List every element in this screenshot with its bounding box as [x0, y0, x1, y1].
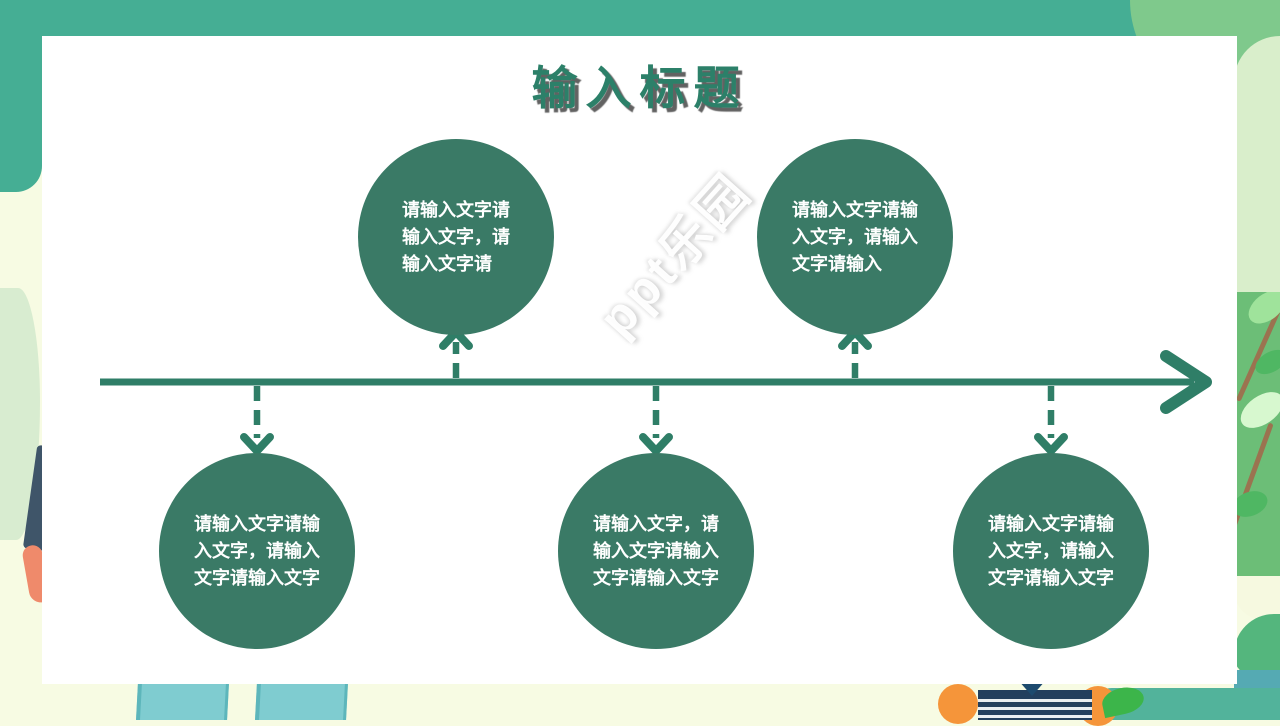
node-text-line: 请输入文字请输 [792, 199, 918, 220]
node-text-line: 请输入文字，请 [593, 513, 719, 534]
bush-illustration [1234, 614, 1280, 676]
bg-side-blob-right [1234, 36, 1280, 304]
timeline-node-bottom-2: 请输入文字，请 输入文字请输入 文字请输入文字 [558, 453, 754, 649]
timeline-node-bottom-3: 请输入文字请输 入文字，请输入 文字请输入文字 [953, 453, 1149, 649]
node-text-line: 输入文字请 [402, 253, 492, 274]
timeline-graphic [100, 326, 1212, 457]
timeline-axis-arrowhead [1160, 350, 1212, 414]
node-text-line: 输入文字请输入 [593, 540, 719, 561]
connector-down-1-arrowhead [240, 433, 274, 457]
person-leg-right [255, 683, 348, 720]
orange-fruit-icon [938, 684, 978, 724]
slide-title: 输入标题 [531, 63, 748, 114]
connector-down-2-arrowhead [639, 433, 673, 457]
timeline-node-top-1: 请输入文字请 输入文字，请 输入文字请 [358, 139, 554, 335]
node-text-line: 入文字，请输入 [194, 540, 320, 561]
node-text-line: 文字请输入文字 [194, 567, 320, 588]
person-leg-left [136, 683, 229, 720]
slide-card: 输入标题 ppt乐园 请输入文字请 输入文字，请 输入文字请 请输入文字请输 入… [42, 36, 1237, 684]
node-text-line: 输入文字，请 [402, 226, 510, 247]
tree-leaf-icon [1234, 486, 1272, 522]
node-text-line: 文字请输入文字 [988, 567, 1114, 588]
node-text-line: 入文字，请输入 [988, 540, 1114, 561]
timeline-node-bottom-1: 请输入文字请输 入文字，请输入 文字请输入文字 [159, 453, 355, 649]
node-text-line: 请输入文字请 [402, 199, 510, 220]
timeline-node-top-2: 请输入文字请输 入文字，请输入 文字请输入 [757, 139, 953, 335]
node-text-line: 请输入文字请输 [988, 513, 1114, 534]
bg-left-band [0, 0, 42, 192]
node-text-line: 请输入文字请输 [194, 513, 320, 534]
node-text-line: 文字请输入文字 [593, 567, 719, 588]
connector-down-3-arrowhead [1034, 433, 1068, 457]
basket-flag-icon [1018, 680, 1046, 696]
tree-illustration [1234, 292, 1280, 582]
node-text-line: 入文字，请输入 [792, 226, 918, 247]
node-text-line: 文字请输入 [792, 253, 882, 274]
tree-leaf-icon [1251, 344, 1280, 380]
bg-top-band [0, 0, 1280, 40]
